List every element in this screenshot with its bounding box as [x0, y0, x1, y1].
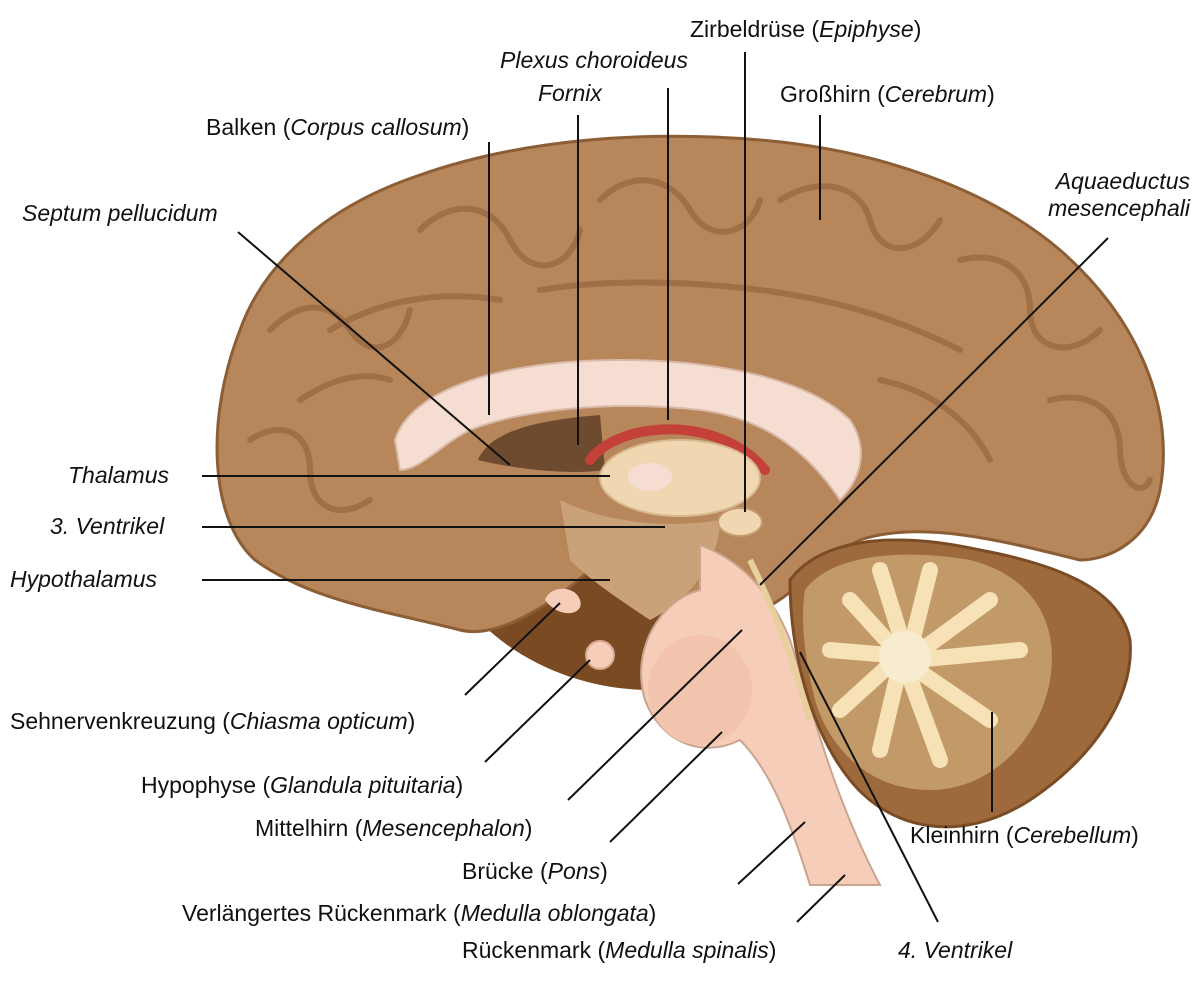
label-aquaeductus-line2: mesencephali — [1048, 195, 1190, 221]
gyri — [247, 177, 1153, 513]
label-balken: Balken (Corpus callosum) — [206, 114, 470, 140]
aqueduct-shape — [747, 558, 813, 721]
label-plexus-choroideus: Plexus choroideus — [500, 47, 688, 73]
hypophyse-shape — [585, 640, 615, 670]
label-mittelhirn: Mittelhirn (Mesencephalon) — [255, 815, 533, 841]
thalamus-shape — [599, 439, 761, 517]
chiasma-shape — [545, 588, 581, 614]
label-aquaeductus: Aquaeductus mesencephali — [1048, 168, 1190, 222]
leader-septum — [237, 231, 511, 466]
leader-medulla-oblongata — [737, 821, 806, 885]
plexus-shape — [585, 424, 770, 475]
label-chiasma: Sehnervenkreuzung (Chiasma opticum) — [10, 708, 416, 734]
leader-rueckenmark — [796, 874, 846, 923]
label-ventrikel3: 3. Ventrikel — [50, 513, 165, 539]
leader-mittelhirn — [567, 629, 743, 801]
lateral-ventricle-shape — [478, 415, 605, 472]
leader-ventrikel4 — [799, 651, 939, 923]
label-kleinhirn: Kleinhirn (Cerebellum) — [910, 822, 1139, 848]
label-medulla-oblongata: Verlängertes Rückenmark (Medulla oblonga… — [182, 900, 657, 926]
label-septum-pellucidum: Septum pellucidum — [22, 200, 218, 226]
third-ventricle-shape — [560, 500, 720, 620]
brainstem-shape — [640, 543, 882, 886]
label-thalamus: Thalamus — [68, 462, 169, 488]
label-aquaeductus-line1: Aquaeductus — [1055, 168, 1190, 194]
label-epiphyse: Zirbeldrüse (Epiphyse) — [690, 16, 922, 42]
arbor-vitae-core — [879, 631, 931, 683]
label-rueckenmark: Rückenmark (Medulla spinalis) — [462, 937, 777, 963]
leader-lines — [202, 52, 1109, 923]
leader-bruecke — [609, 731, 723, 843]
label-hypothalamus: Hypothalamus — [10, 566, 158, 592]
interthalamic-adhesion-shape — [628, 463, 672, 491]
leader-chiasma — [464, 602, 561, 696]
pineal-shape — [717, 507, 763, 537]
leader-hypophyse — [484, 659, 591, 763]
label-hypophyse: Hypophyse (Glandula pituitaria) — [141, 772, 464, 798]
label-ventrikel4: 4. Ventrikel — [898, 937, 1013, 963]
label-bruecke: Brücke (Pons) — [462, 858, 608, 884]
label-fornix: Fornix — [538, 80, 602, 106]
label-cerebrum: Großhirn (Cerebrum) — [780, 81, 995, 107]
pons-shape — [648, 635, 752, 745]
leader-aquaeductus — [759, 237, 1109, 586]
